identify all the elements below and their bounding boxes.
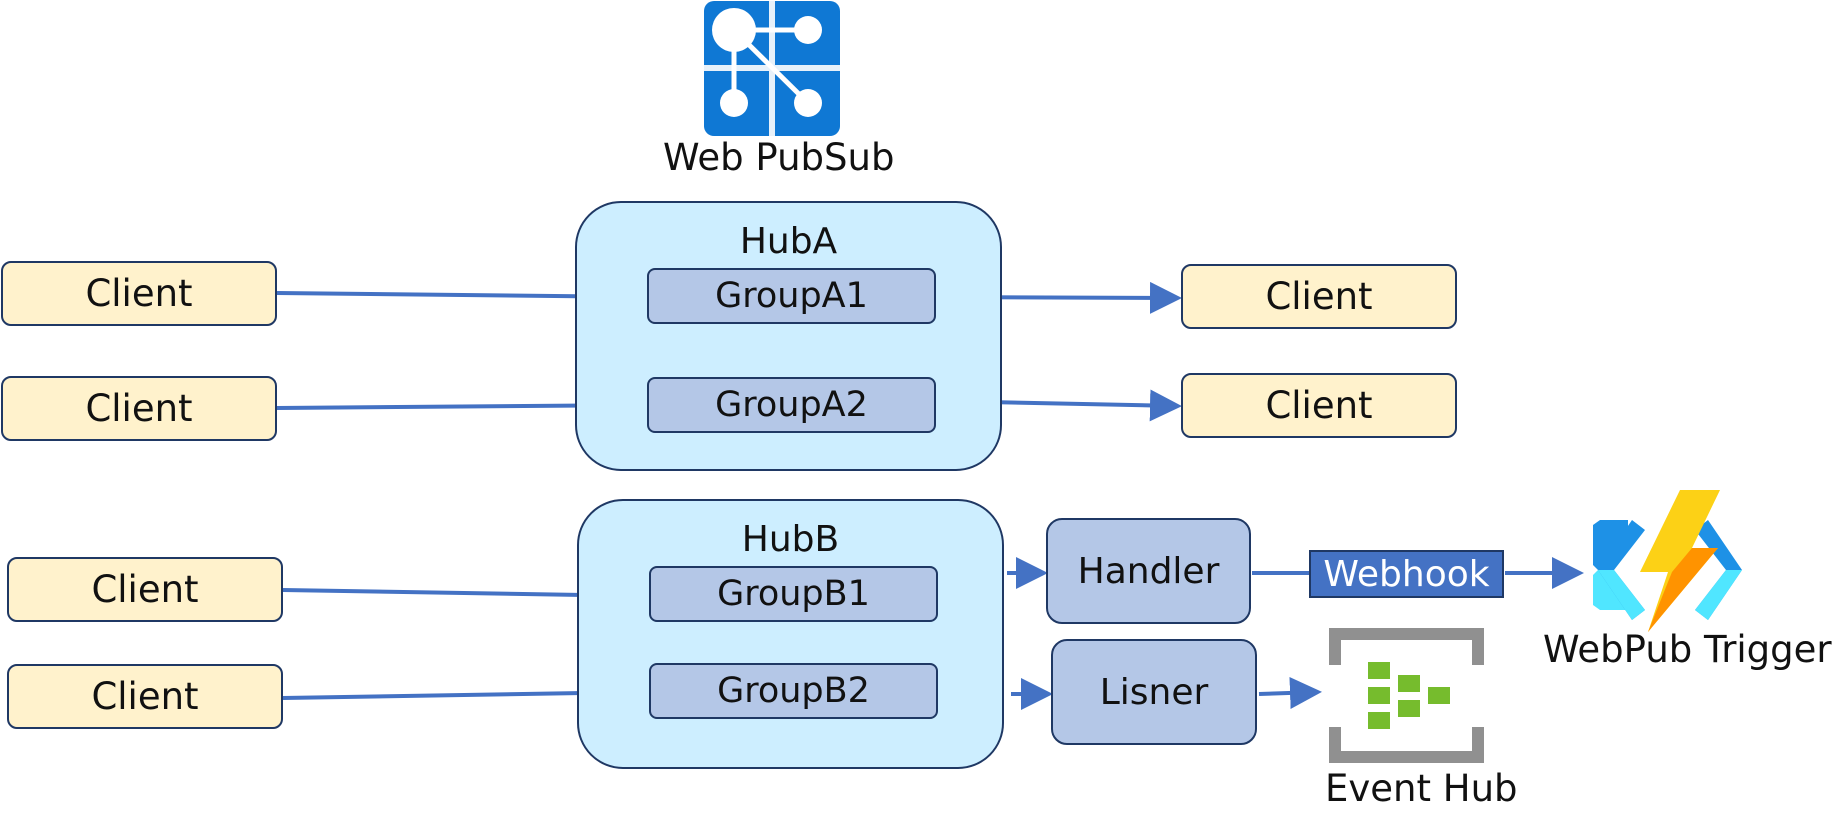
- listener-label: Lisner: [1099, 671, 1209, 713]
- handler-box[interactable]: Handler: [1046, 518, 1251, 624]
- group-b2[interactable]: GroupB2: [649, 663, 938, 719]
- hub-b: HubB: [577, 499, 1004, 769]
- client-label: Client: [85, 272, 193, 315]
- client-label: Client: [1265, 275, 1373, 318]
- listener-box[interactable]: Lisner: [1051, 639, 1257, 745]
- group-a1-label: GroupA1: [715, 276, 868, 316]
- arrow-listener-to-eventhub: [1258, 676, 1322, 709]
- group-a2[interactable]: GroupA2: [647, 377, 936, 433]
- group-a2-label: GroupA2: [715, 385, 868, 425]
- event-hub-label: Event Hub: [1325, 767, 1518, 810]
- client-left-1[interactable]: Client: [1, 261, 277, 326]
- client-left-3[interactable]: Client: [7, 557, 283, 622]
- web-pubsub-icon: [704, 1, 840, 136]
- client-label: Client: [85, 387, 193, 430]
- trigger-label: WebPub Trigger: [1543, 628, 1832, 671]
- client-right-2[interactable]: Client: [1181, 373, 1457, 438]
- handler-label: Handler: [1077, 550, 1220, 592]
- azure-functions-icon: [1593, 490, 1742, 632]
- web-pubsub-label: Web PubSub: [663, 136, 895, 179]
- client-right-1[interactable]: Client: [1181, 264, 1457, 329]
- group-a1[interactable]: GroupA1: [647, 268, 936, 324]
- client-label: Client: [91, 675, 199, 718]
- client-left-2[interactable]: Client: [1, 376, 277, 441]
- webhook-badge[interactable]: Webhook: [1309, 550, 1504, 598]
- hub-b-label: HubB: [741, 519, 840, 560]
- group-b2-label: GroupB2: [717, 671, 870, 711]
- group-b1[interactable]: GroupB1: [649, 566, 938, 622]
- event-hub-icon: [1329, 628, 1484, 763]
- hub-a-label: HubA: [739, 221, 838, 262]
- client-left-4[interactable]: Client: [7, 664, 283, 729]
- group-b1-label: GroupB1: [717, 574, 870, 614]
- client-label: Client: [1265, 384, 1373, 427]
- client-label: Client: [91, 568, 199, 611]
- webhook-label: Webhook: [1323, 553, 1490, 595]
